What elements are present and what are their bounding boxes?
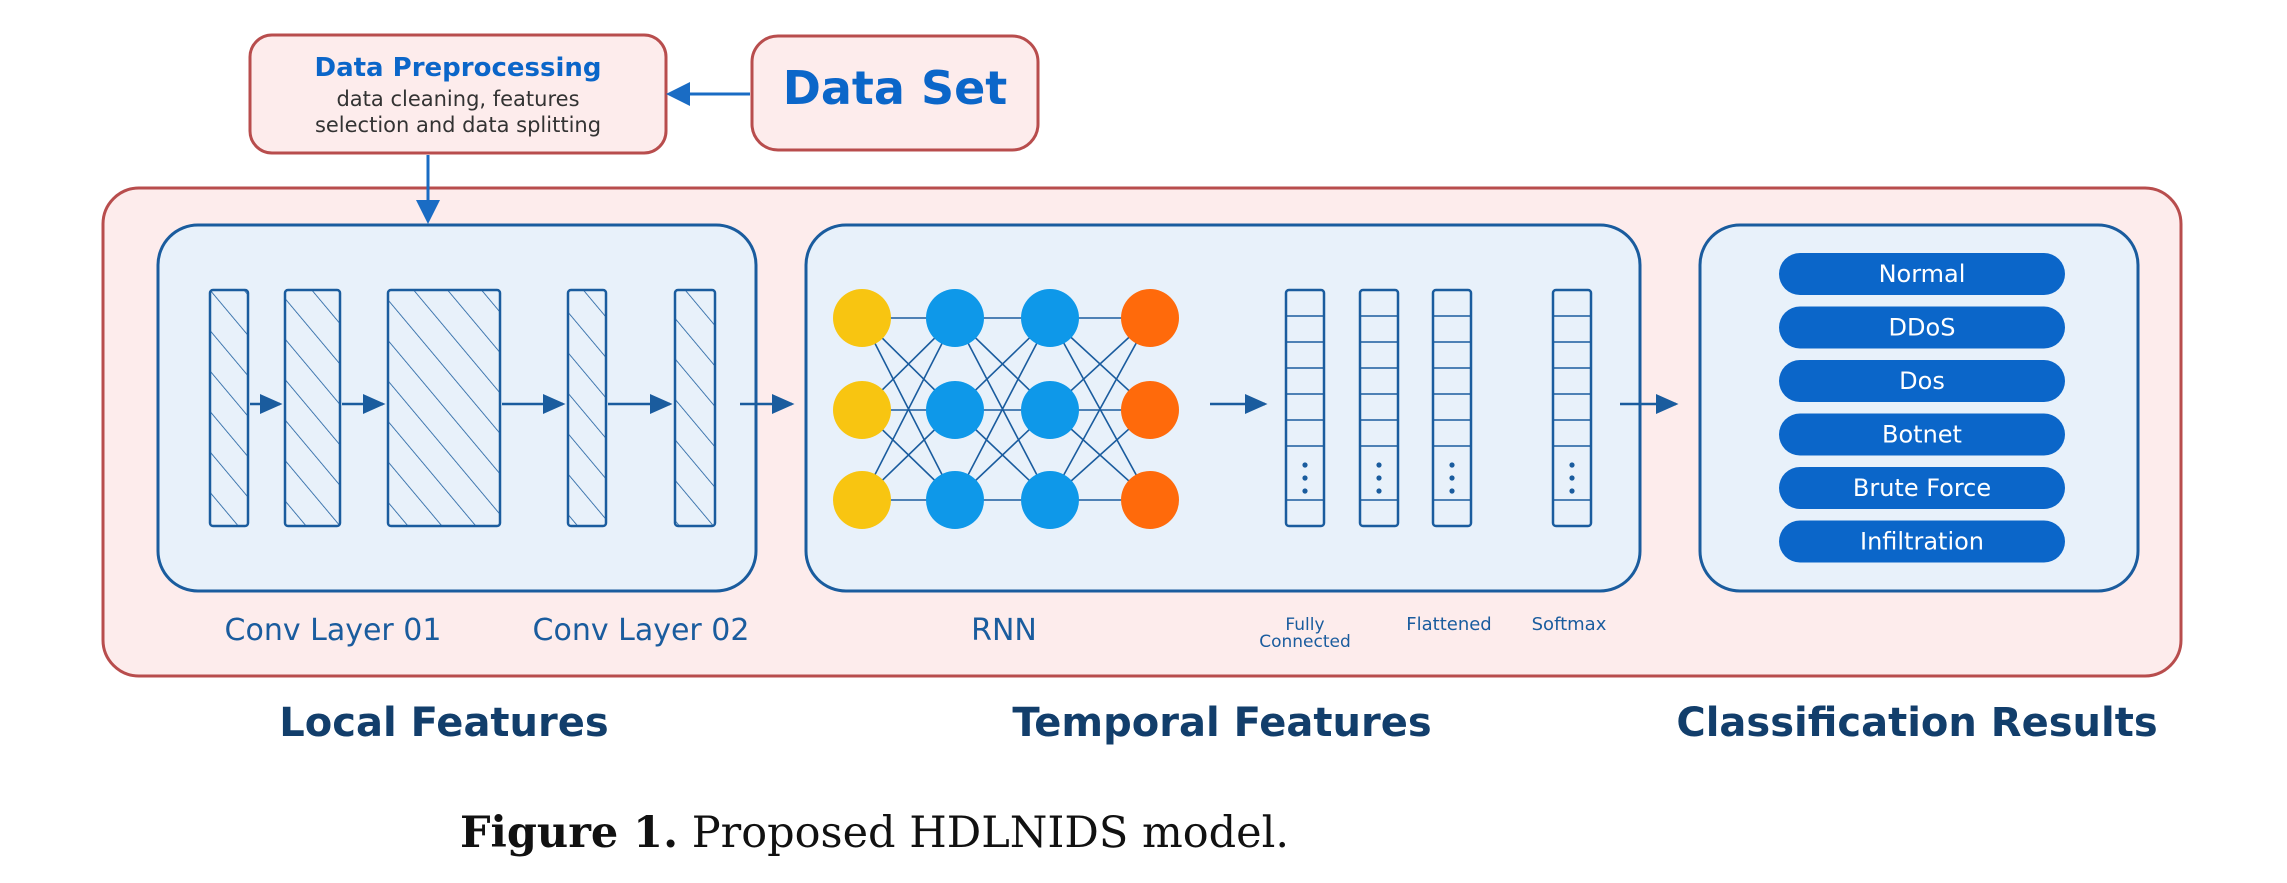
class-pill-infiltration: Infiltration xyxy=(1779,520,2065,563)
preprocessing-line-1: data cleaning, features xyxy=(336,87,579,111)
conv-block-4 xyxy=(566,288,608,528)
rnn-edge xyxy=(1049,317,1151,501)
conv-block-3 xyxy=(386,288,502,528)
class-label: Dos xyxy=(1899,367,1945,395)
rnn-node xyxy=(833,381,891,439)
data-preprocessing-box: Data Preprocessing data cleaning, featur… xyxy=(248,33,668,155)
figure-label: Figure 1. xyxy=(460,808,679,858)
rnn-edge xyxy=(954,317,1051,501)
rnn-label: RNN xyxy=(971,613,1037,648)
class-pill-botnet: Botnet xyxy=(1779,413,2065,456)
conv-layer-01-label: Conv Layer 01 xyxy=(225,613,442,648)
rnn-nodes xyxy=(833,289,1179,529)
rnn-node xyxy=(1021,471,1079,529)
conv-block-1 xyxy=(208,288,250,528)
classification-results-heading: Classification Results xyxy=(1676,700,2157,746)
rnn-node xyxy=(833,471,891,529)
class-pill-normal: Normal xyxy=(1779,253,2065,295)
temporal-features-heading: Temporal Features xyxy=(1012,700,1431,746)
class-pill-dos: Dos xyxy=(1779,360,2065,402)
conv-layers xyxy=(208,288,717,528)
hdlnids-diagram: Data Preprocessing data cleaning, featur… xyxy=(101,33,2183,746)
dense-columns xyxy=(1284,288,1593,528)
softmax-column xyxy=(1551,288,1593,528)
figure-text: Proposed HDLNIDS model. xyxy=(691,808,1290,858)
class-label: Brute Force xyxy=(1853,474,1991,502)
rnn-node xyxy=(1121,381,1179,439)
rnn-node xyxy=(1021,289,1079,347)
flattened-column-2 xyxy=(1431,288,1473,528)
fully-connected-column xyxy=(1284,288,1326,528)
rnn-node xyxy=(926,471,984,529)
preprocessing-line-2: selection and data splitting xyxy=(315,113,601,137)
conv-block-2 xyxy=(283,288,342,528)
softmax-label: Softmax xyxy=(1532,614,1607,635)
figure-caption: Figure 1. Proposed HDLNIDS model. xyxy=(460,808,2060,858)
preprocessing-title: Data Preprocessing xyxy=(315,53,602,83)
conv-block-5 xyxy=(673,288,717,528)
rnn-node xyxy=(833,289,891,347)
rnn-node xyxy=(1121,289,1179,347)
rnn-node xyxy=(1021,381,1079,439)
flattened-label: Flattened xyxy=(1406,614,1491,635)
fully-connected-label-1: Fully xyxy=(1285,615,1324,635)
conv-layer-02-label: Conv Layer 02 xyxy=(533,613,750,648)
class-label: Infiltration xyxy=(1860,528,1984,556)
class-label: Normal xyxy=(1879,260,1966,288)
class-pill-brute-force: Brute Force xyxy=(1779,467,2065,509)
rnn-edge xyxy=(861,317,956,501)
data-set-box: Data Set xyxy=(750,34,1040,152)
data-set-label: Data Set xyxy=(783,61,1008,115)
rnn-node xyxy=(926,381,984,439)
local-features-heading: Local Features xyxy=(279,700,608,746)
class-label: Botnet xyxy=(1882,421,1962,449)
flattened-column-1 xyxy=(1358,288,1400,528)
rnn-node xyxy=(1121,471,1179,529)
rnn-node xyxy=(926,289,984,347)
class-pill-ddos: DDoS xyxy=(1779,306,2065,349)
fully-connected-label-2: Connected xyxy=(1259,632,1351,652)
class-label: DDoS xyxy=(1889,314,1956,342)
